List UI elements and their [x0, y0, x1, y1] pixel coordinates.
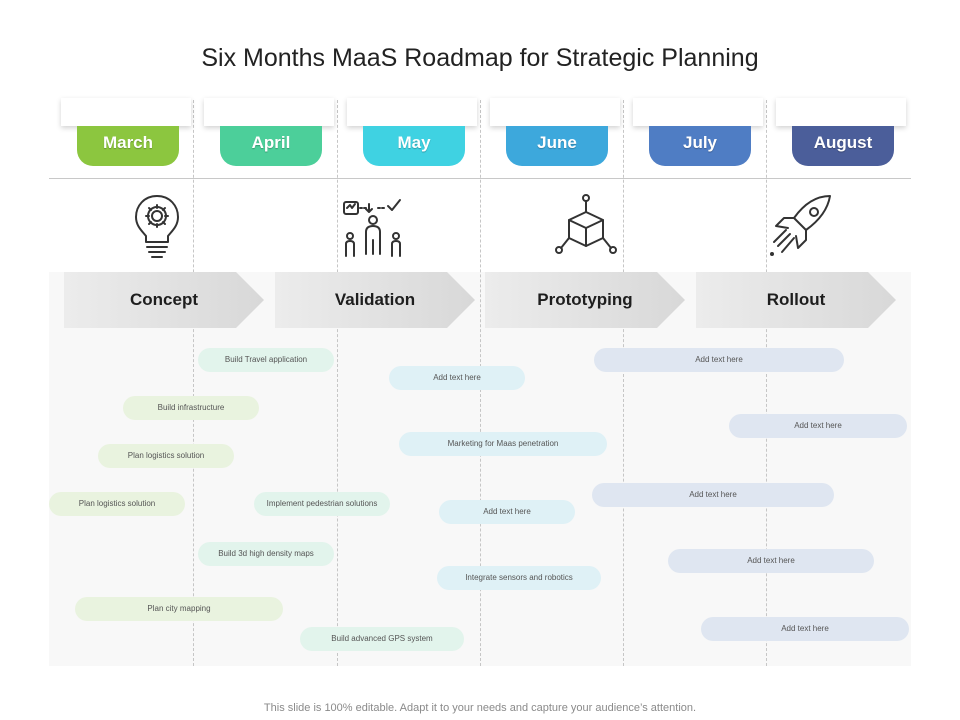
- lightbulb-gear-icon: [122, 192, 192, 262]
- month-card: [61, 98, 191, 126]
- task-bar: Add text here: [729, 414, 907, 438]
- task-bar: Plan city mapping: [75, 597, 283, 621]
- rocket-icon: [766, 192, 836, 262]
- phase-validation: Validation: [275, 272, 475, 328]
- column-divider: [337, 100, 338, 666]
- month-card: [776, 98, 906, 126]
- task-bar: Add text here: [594, 348, 844, 372]
- phase-prototyping: Prototyping: [485, 272, 685, 328]
- footer-note: This slide is 100% editable. Adapt it to…: [263, 702, 697, 714]
- month-card: [204, 98, 334, 126]
- task-bar: Plan logistics solution: [49, 492, 185, 516]
- task-bar: Implement pedestrian solutions: [254, 492, 390, 516]
- task-bar: Add text here: [592, 483, 834, 507]
- column-divider: [766, 100, 767, 666]
- month-card: [347, 98, 477, 126]
- task-bar: Build advanced GPS system: [300, 627, 464, 651]
- task-bar: Add text here: [668, 549, 874, 573]
- month-tab-july: July: [649, 126, 751, 166]
- task-bar: Build infrastructure: [123, 396, 259, 420]
- task-bar: Add text here: [439, 500, 575, 524]
- task-bar: Integrate sensors and robotics: [437, 566, 601, 590]
- column-divider: [193, 100, 194, 666]
- month-card: [490, 98, 620, 126]
- task-bar: Plan logistics solution: [98, 444, 234, 468]
- month-card: [633, 98, 763, 126]
- phase-concept: Concept: [64, 272, 264, 328]
- month-tab-june: June: [506, 126, 608, 166]
- slide-title: Six Months MaaS Roadmap for Strategic Pl…: [201, 44, 759, 72]
- column-divider: [623, 100, 624, 666]
- header-divider: [49, 178, 911, 179]
- task-bar: Add text here: [701, 617, 909, 641]
- task-bar: Add text here: [389, 366, 525, 390]
- phase-rollout: Rollout: [696, 272, 896, 328]
- task-bar: Marketing for Maas penetration: [399, 432, 607, 456]
- people-approval-icon: [340, 192, 410, 262]
- month-tab-may: May: [363, 126, 465, 166]
- task-bar: Build Travel application: [198, 348, 334, 372]
- month-tab-march: March: [77, 126, 179, 166]
- task-bar: Build 3d high density maps: [198, 542, 334, 566]
- cube-network-icon: [551, 192, 621, 262]
- month-tab-april: April: [220, 126, 322, 166]
- month-tab-august: August: [792, 126, 894, 166]
